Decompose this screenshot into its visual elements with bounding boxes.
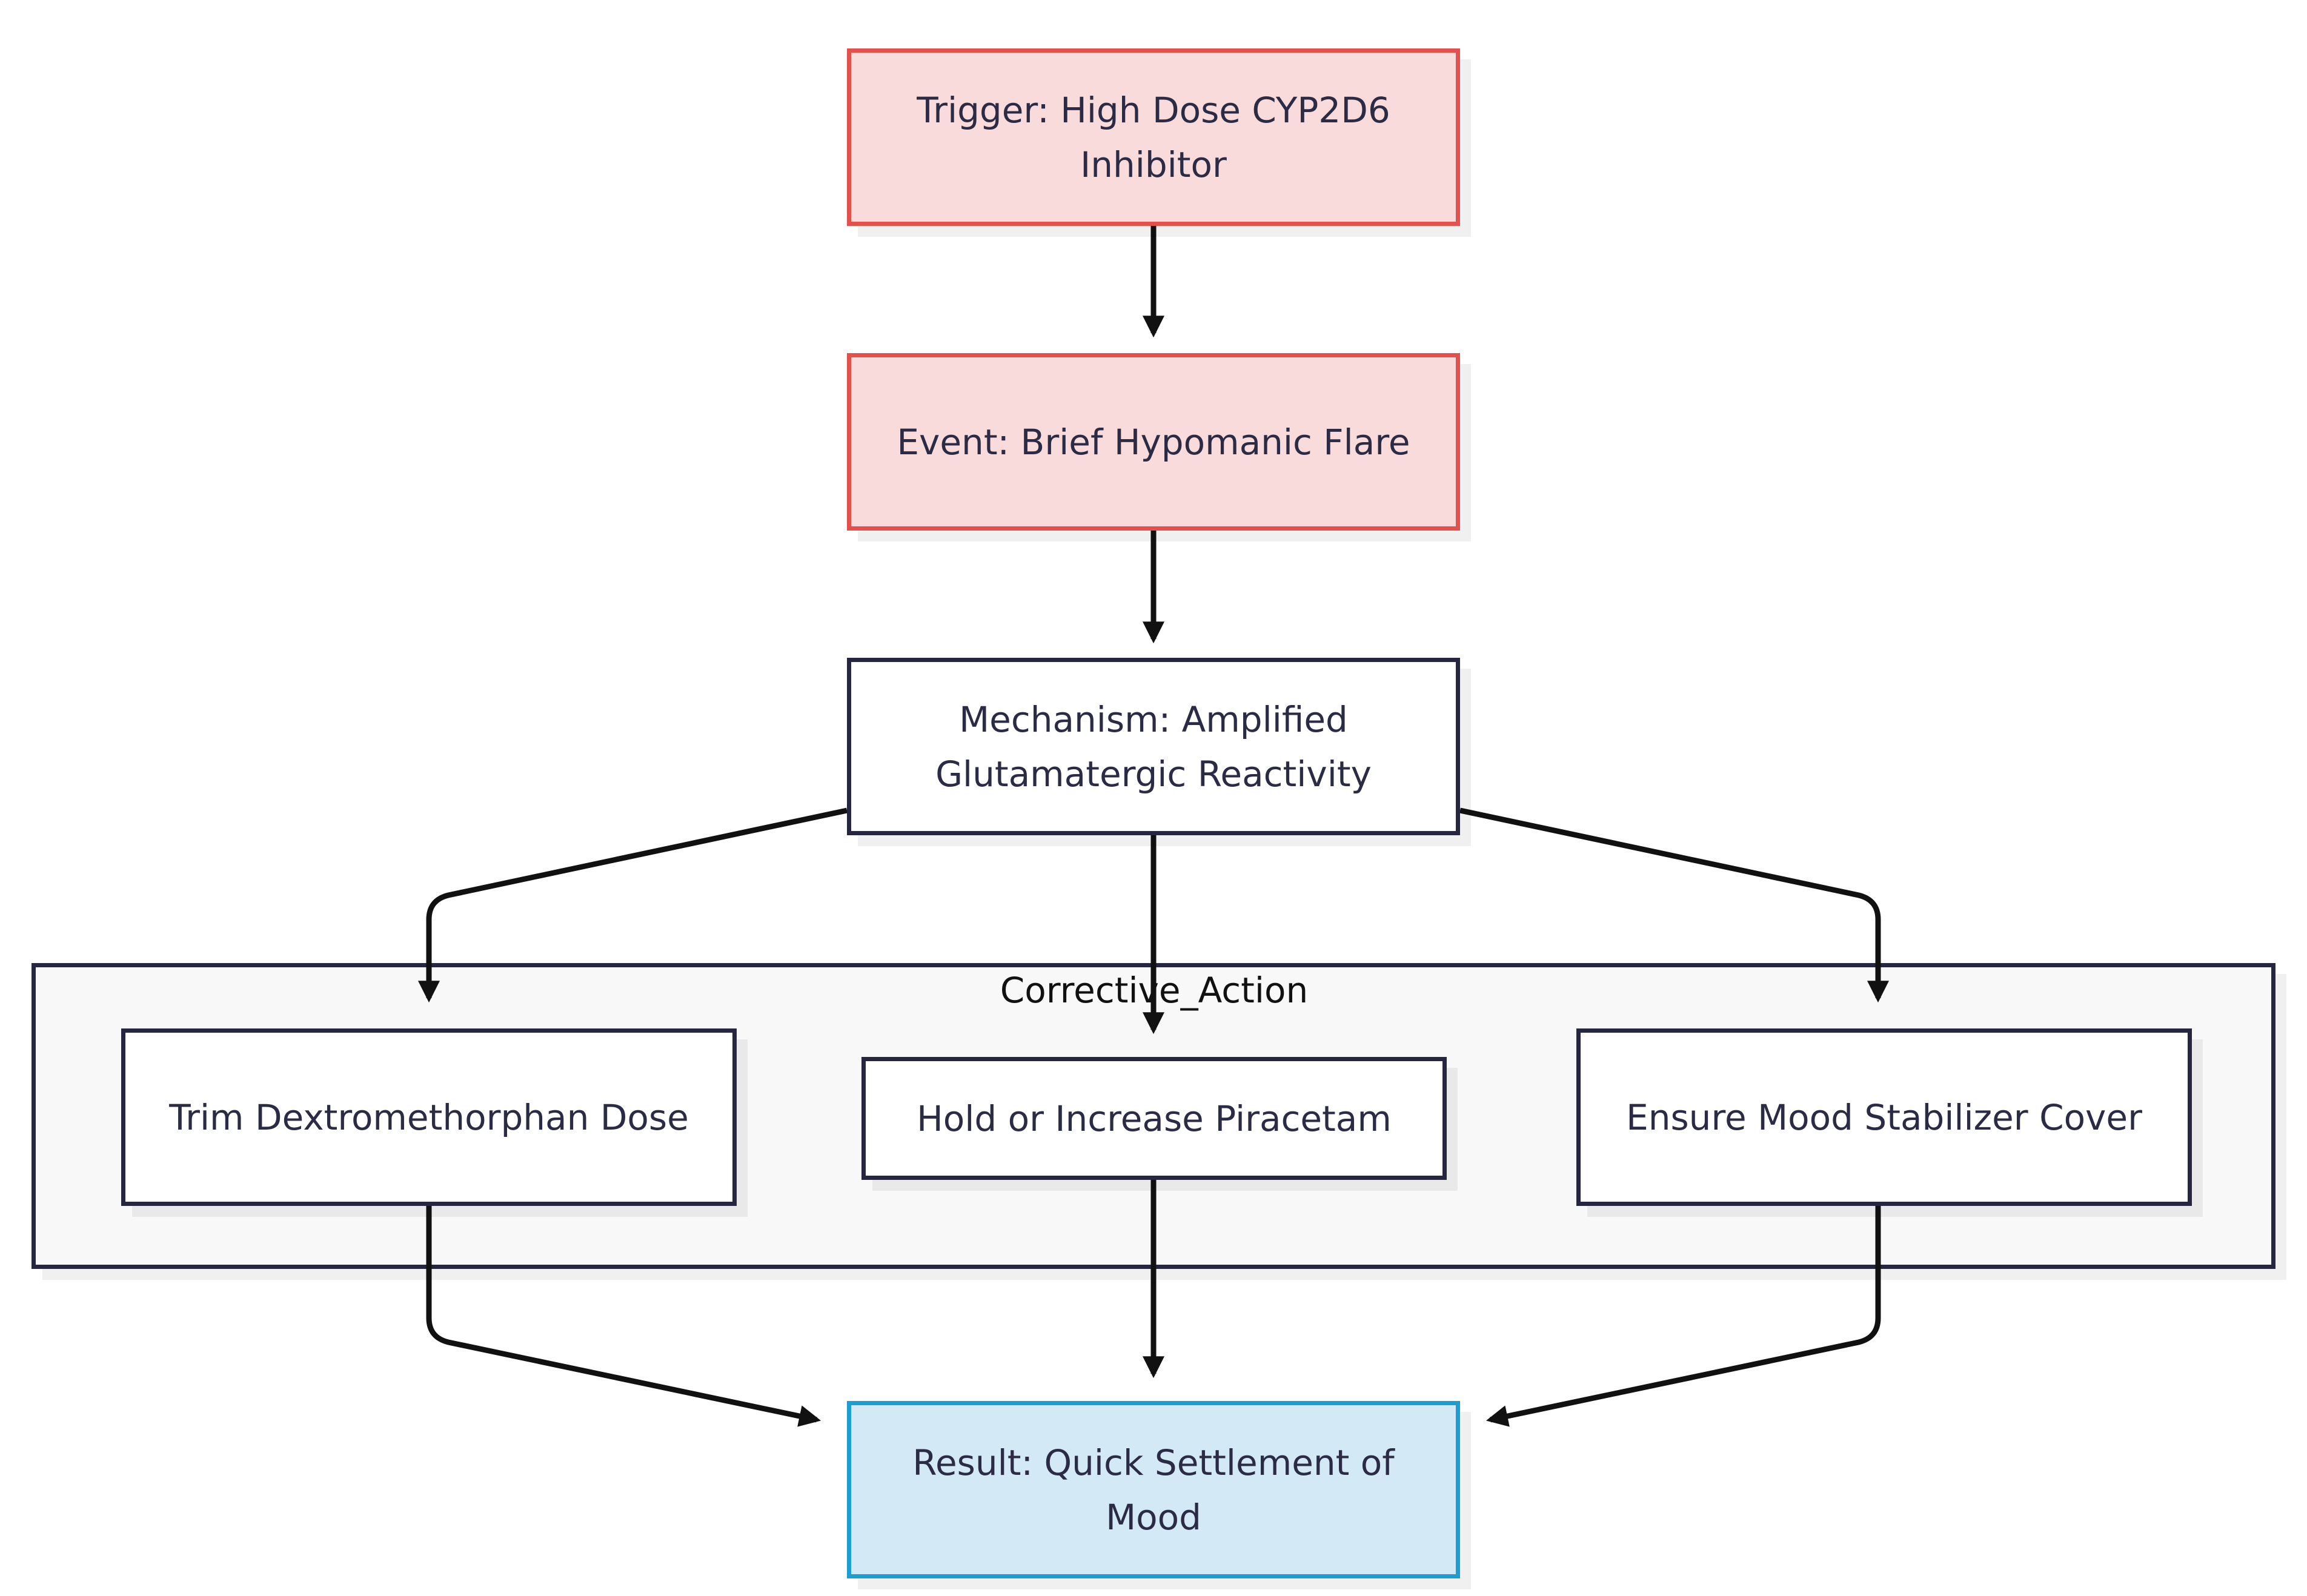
edge-mechanism-to-ensure — [1459, 807, 1889, 1003]
hold-piracetam-node: Hold or Increase Piracetam — [861, 1057, 1447, 1180]
edge-trim-to-result — [426, 1204, 822, 1427]
event-node-label: Event: Brief Hypomanic Flare — [897, 421, 1410, 463]
cluster-label: Corrective_Action — [1000, 970, 1309, 1011]
hold-node-label: Hold or Increase Piracetam — [917, 1098, 1392, 1139]
trigger-node-label: Trigger: High Dose CYP2D6 Inhibitor — [917, 89, 1390, 185]
trim-node-label: Trim Dextromethorphan Dose — [169, 1096, 689, 1138]
ensure-mood-stabilizer-node: Ensure Mood Stabilizer Cover — [1576, 1028, 2192, 1206]
edge-mechanism-to-trim — [418, 807, 848, 1003]
mechanism-node: Mechanism: Amplified Glutamatergic React… — [847, 658, 1460, 835]
ensure-node-label: Ensure Mood Stabilizer Cover — [1626, 1096, 2142, 1138]
event-node: Event: Brief Hypomanic Flare — [847, 353, 1460, 531]
result-node: Result: Quick Settlement of Mood — [847, 1401, 1460, 1578]
trim-dextromethorphan-node: Trim Dextromethorphan Dose — [121, 1028, 737, 1206]
mechanism-node-label: Mechanism: Amplified Glutamatergic React… — [935, 698, 1372, 795]
result-node-label: Result: Quick Settlement of Mood — [912, 1442, 1395, 1538]
edge-ensure-to-result — [1485, 1204, 1881, 1427]
trigger-node: Trigger: High Dose CYP2D6 Inhibitor — [847, 48, 1460, 226]
